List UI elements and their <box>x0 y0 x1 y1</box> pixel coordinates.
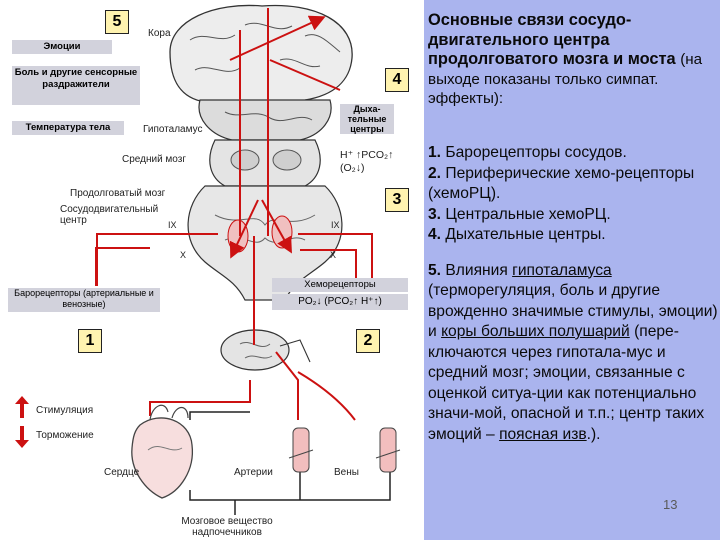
hypothalamus-link: гипоталамуса <box>512 261 612 279</box>
nerve-x-right: X <box>330 250 337 260</box>
veins-label: Вены <box>334 467 359 478</box>
stimulation-label: Стимуляция <box>36 405 94 416</box>
vasomotor-label: Сосудодвигательный центр <box>60 204 159 226</box>
medulla-label: Продолговатый мозг <box>70 188 166 199</box>
connections-list: 1. Барорецепторы сосудов. 2. Периферичес… <box>428 143 720 445</box>
emotions-box: Эмоции <box>12 40 112 54</box>
marker-5: 5 <box>105 10 129 34</box>
temperature-box: Температура тела <box>12 121 124 135</box>
cortex-label: Кора <box>148 28 171 39</box>
spinal-cord-section <box>220 329 311 371</box>
brain-hypothalamus-shape <box>198 99 332 141</box>
chemoreceptors-box: Хеморецепторы <box>272 278 408 292</box>
inhibition-label: Торможение <box>36 430 94 441</box>
midbrain-label: Средний мозг <box>122 154 186 165</box>
gases-label: H⁺ ↑PCO₂↑ (O₂↓) <box>340 149 394 174</box>
hypothalamus-label: Гипоталамус <box>143 124 203 135</box>
list-item: 3. Центральные хемоРЦ. <box>428 205 611 223</box>
arteries-label: Артерии <box>234 467 273 478</box>
heading-note: (на выходе показаны только симпат. эффек… <box>428 51 703 107</box>
nerve-x-left: X <box>180 250 187 260</box>
list-item: 2. Периферические хемо-рецепторы (хемоРЦ… <box>428 164 695 203</box>
diagram-canvas <box>15 4 401 515</box>
marker-1: 1 <box>78 329 102 353</box>
page-number: 13 <box>663 497 678 512</box>
heading-title: Основные связи сосудо-двигательного цент… <box>428 11 676 68</box>
brain-midbrain-shape <box>209 139 321 187</box>
cingulate-link: поясная изв <box>499 425 587 443</box>
pain-box: Боль и другие сенсорные раздражители <box>12 66 140 105</box>
baroreceptors-box: Барорецепторы (артериальные и венозные) <box>8 288 160 312</box>
nerve-ix-right: IX <box>331 220 340 230</box>
list-item: 1. Барорецепторы сосудов. <box>428 144 627 161</box>
slide-heading: Основные связи сосудо-двигательного цент… <box>428 11 718 109</box>
vessel-drawings <box>288 427 401 473</box>
afferent-lines <box>95 233 373 286</box>
respiratory-centers-box: Дыха-тельные центры <box>340 104 394 134</box>
adrenal-label: Мозговое вещество надпочечников <box>181 516 273 538</box>
list-item: 4. Дыхательные центры. <box>428 226 606 243</box>
nerve-ix-left: IX <box>168 220 177 230</box>
descending-pathways <box>229 8 341 345</box>
chemo-params-box: PO₂↓ (PCO₂↑ H⁺↑) <box>272 294 408 310</box>
legend-arrows <box>15 396 29 448</box>
marker-4: 4 <box>385 68 409 92</box>
marker-2: 2 <box>356 329 380 353</box>
brain-cortex-shape <box>169 4 353 103</box>
text-panel <box>424 0 720 540</box>
efferent-lines <box>149 351 356 421</box>
organ-connections <box>189 411 391 515</box>
heart-drawing <box>131 404 194 499</box>
marker-3: 3 <box>385 188 409 212</box>
cortex-link: коры больших полушарий <box>441 323 630 340</box>
list-item-5: 5. Влияния гипоталамуса (терморегуляция,… <box>428 261 718 443</box>
heart-label: Сердце <box>104 467 140 478</box>
